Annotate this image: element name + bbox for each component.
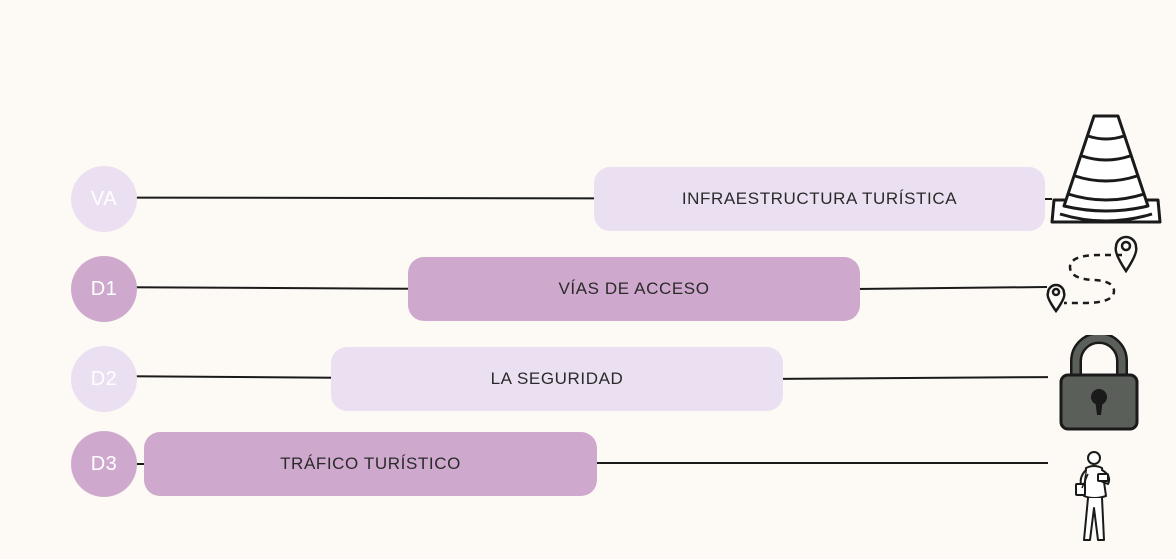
connector-line-d2-left (129, 375, 337, 379)
connector-line-d3-left (130, 463, 150, 465)
route-icon (1046, 235, 1138, 314)
padlock-icon (1059, 335, 1139, 431)
row-code-d2-label: D2 (90, 367, 118, 390)
pill-vias-de-acceso: VÍAS DE ACCESO (408, 257, 860, 321)
pill-trafico-turistico: TRÁFICO TURÍSTICO (144, 432, 597, 496)
pill-vias-de-acceso-label: VÍAS DE ACCESO (558, 279, 710, 298)
pill-la-seguridad-label: LA SEGURIDAD (490, 369, 624, 388)
pill-infraestructura: INFRAESTRUCTURA TURÍSTICA (594, 167, 1045, 231)
connector-line-d2-right (779, 376, 1049, 380)
pill-trafico-turistico-label: TRÁFICO TURÍSTICO (280, 454, 461, 473)
row-code-va-label: VA (90, 187, 118, 210)
row-code-d1: D1 (71, 256, 137, 322)
connector-line-d1-right (854, 285, 1048, 291)
row-code-d2: D2 (71, 346, 137, 412)
pill-infraestructura-label: INFRAESTRUCTURA TURÍSTICA (681, 189, 958, 208)
row-code-va: VA (71, 166, 137, 232)
connector-line-d1-left (129, 286, 416, 290)
tourist-icon (1075, 451, 1111, 541)
connector-line-va-right (1040, 198, 1052, 200)
row-code-d1-label: D1 (90, 277, 118, 300)
pill-la-seguridad: LA SEGURIDAD (331, 347, 783, 411)
connector-line-d3-right (594, 462, 1048, 464)
row-code-d3: D3 (71, 431, 137, 497)
traffic-cone-icon (1050, 114, 1162, 224)
connector-line-va (129, 196, 601, 200)
row-code-d3-label: D3 (90, 452, 118, 475)
